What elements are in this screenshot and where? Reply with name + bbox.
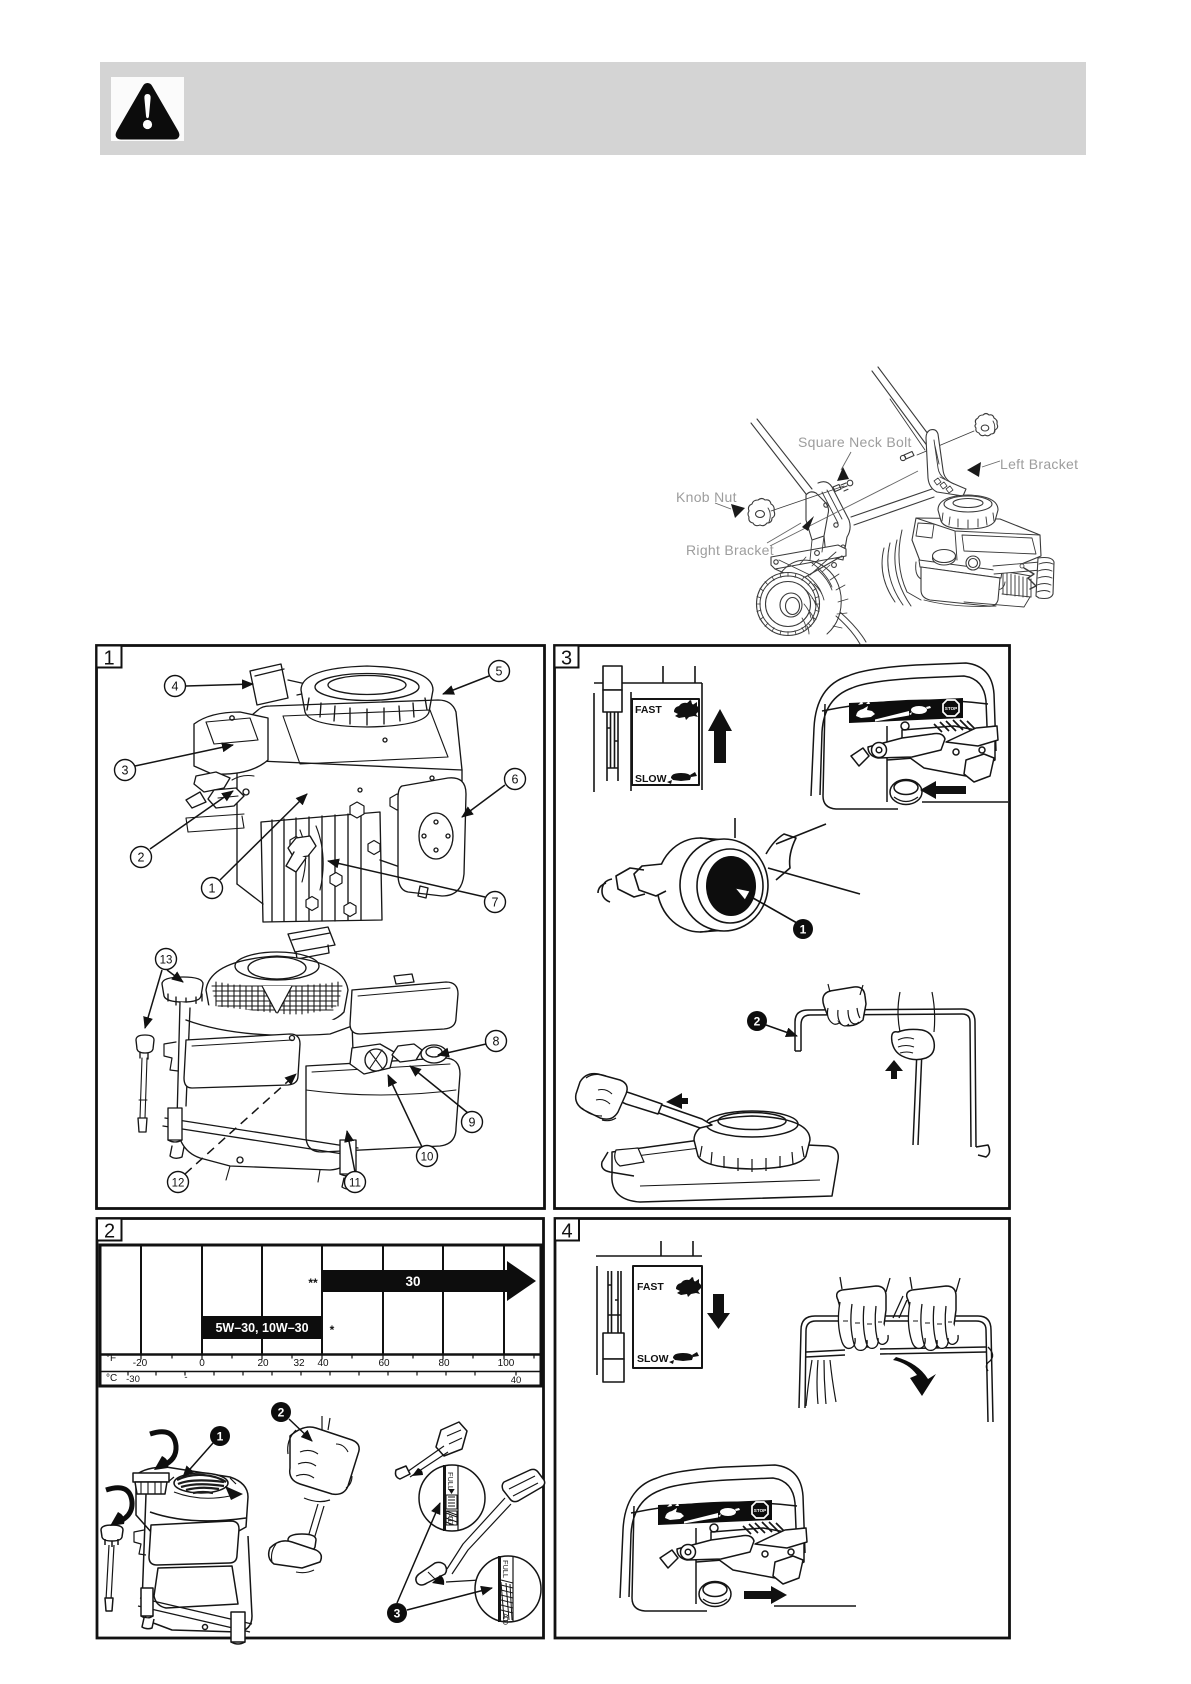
svg-text:60: 60: [378, 1358, 390, 1369]
svg-text:°F: °F: [106, 1353, 116, 1364]
svg-text:1: 1: [217, 1430, 224, 1444]
svg-text:6: 6: [512, 773, 519, 787]
svg-text:°C: °C: [106, 1373, 117, 1384]
svg-text:1: 1: [209, 882, 216, 896]
svg-text:-20: -20: [133, 1358, 148, 1369]
svg-text:FULL: FULL: [446, 1472, 455, 1490]
svg-text:2: 2: [138, 851, 145, 865]
svg-text:100: 100: [498, 1358, 515, 1369]
svg-text:30: 30: [405, 1274, 420, 1289]
svg-text:ADD: ADD: [501, 1613, 510, 1626]
svg-text:3: 3: [561, 648, 572, 670]
svg-text:13: 13: [160, 955, 173, 967]
svg-text:9: 9: [469, 1116, 476, 1130]
svg-text:4: 4: [561, 1221, 572, 1243]
svg-text:0: 0: [199, 1358, 205, 1369]
svg-text:**: **: [308, 1276, 318, 1290]
svg-text:11: 11: [349, 1178, 361, 1190]
svg-text:SLOW: SLOW: [635, 773, 667, 785]
svg-text:20: 20: [257, 1358, 269, 1369]
svg-text:2: 2: [754, 1015, 761, 1029]
svg-text:Right Bracket: Right Bracket: [686, 542, 774, 558]
svg-text:5: 5: [496, 665, 503, 679]
svg-text:SLOW: SLOW: [637, 1353, 669, 1365]
svg-text:5W–30, 10W–30: 5W–30, 10W–30: [215, 1321, 308, 1335]
svg-text:-30: -30: [126, 1374, 140, 1385]
svg-text:Left Bracket: Left Bracket: [1000, 456, 1078, 472]
svg-text:FAST: FAST: [635, 704, 662, 716]
svg-text:FULL: FULL: [501, 1560, 510, 1578]
svg-text:1: 1: [800, 923, 807, 937]
svg-text:Square Neck Bolt: Square Neck Bolt: [798, 434, 912, 450]
svg-text:32: 32: [293, 1358, 305, 1369]
svg-text:Knob Nut: Knob Nut: [676, 489, 737, 505]
svg-text:12: 12: [172, 1178, 185, 1190]
svg-text:*: *: [330, 1323, 335, 1337]
svg-text:4: 4: [172, 680, 179, 694]
svg-text:10: 10: [421, 1152, 434, 1164]
svg-text:1: 1: [103, 648, 114, 670]
svg-text:80: 80: [438, 1358, 450, 1369]
svg-text:40: 40: [317, 1358, 329, 1369]
svg-text:40: 40: [511, 1375, 522, 1386]
svg-text:ADD: ADD: [446, 1513, 455, 1526]
svg-text:2: 2: [278, 1406, 285, 1420]
svg-text:3: 3: [394, 1607, 401, 1621]
svg-text:FAST: FAST: [637, 1281, 664, 1293]
svg-text:2: 2: [104, 1221, 115, 1243]
svg-text:8: 8: [493, 1035, 500, 1049]
svg-text:3: 3: [122, 764, 129, 778]
svg-text:-: -: [184, 1372, 187, 1383]
svg-text:7: 7: [492, 896, 499, 910]
